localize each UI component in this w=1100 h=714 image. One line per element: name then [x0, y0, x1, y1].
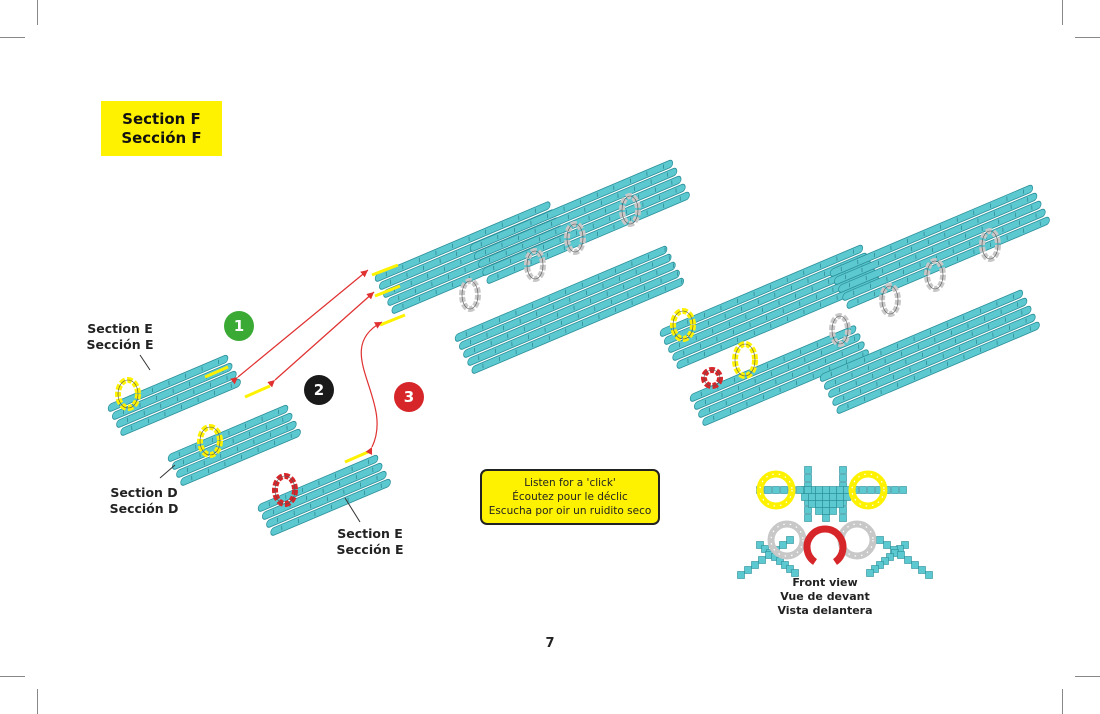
- step-1-badge: 1: [224, 311, 254, 341]
- arrow-step-3: [360, 321, 383, 456]
- beam-piece: [469, 159, 674, 252]
- beam-piece: [829, 184, 1034, 277]
- beam-piece: [824, 297, 1028, 390]
- beam-piece: [459, 253, 672, 350]
- section-d-label: Section D Sección D: [104, 485, 184, 517]
- label-es: Sección E: [86, 337, 154, 352]
- beam-piece: [257, 454, 379, 512]
- beam-piece: [689, 325, 857, 402]
- beam-piece: [270, 478, 391, 536]
- crop-mark: [1075, 676, 1100, 677]
- caption-es: Vista delantera: [777, 604, 873, 617]
- beam-piece: [474, 167, 678, 260]
- connector-rod: [244, 384, 271, 399]
- beam-piece: [467, 269, 680, 366]
- completed-assembly-front-layer: [659, 244, 880, 369]
- front-view-diagram: [737, 466, 933, 579]
- completed-assembly-bottom-layer: [819, 289, 1040, 414]
- main-assembly-bottom-layer: [454, 245, 685, 374]
- beam-piece: [471, 277, 685, 374]
- beam-piece: [832, 313, 1036, 406]
- section-title-en: Section F: [122, 109, 201, 128]
- beam-piece: [836, 321, 1040, 414]
- front-view-caption: Front view Vue de devant Vista delantera: [770, 576, 880, 618]
- crop-mark: [0, 37, 25, 38]
- step-3-badge: 3: [394, 382, 424, 412]
- beam-piece: [702, 349, 869, 426]
- beam-piece: [463, 261, 676, 358]
- crop-mark: [1062, 0, 1063, 25]
- section-e-top-label: Section E Sección E: [80, 321, 160, 353]
- step-2-badge: 2: [304, 375, 334, 405]
- connector-rod: [374, 284, 401, 298]
- beam-piece: [374, 201, 551, 282]
- crop-mark: [37, 689, 38, 714]
- crop-mark: [1075, 37, 1100, 38]
- beam-piece: [176, 420, 297, 478]
- beam-piece: [454, 245, 668, 342]
- label-es: Sección D: [109, 501, 179, 516]
- connector-rod: [371, 263, 399, 277]
- beam-piece: [694, 333, 861, 410]
- arrow-step-1: [230, 269, 369, 385]
- red-ring: [803, 525, 847, 565]
- caption-en: Front view: [792, 576, 858, 589]
- label-en: Section D: [110, 485, 178, 500]
- beam-piece: [659, 244, 864, 337]
- section-e-bottom-assembly: [257, 454, 391, 536]
- arrow-step-2: [267, 291, 375, 388]
- beam-piece: [838, 200, 1042, 293]
- click-note-en: Listen for a 'click': [524, 477, 616, 489]
- connector-rod: [379, 313, 406, 327]
- beam-piece: [266, 470, 387, 528]
- beam-piece: [668, 260, 872, 353]
- section-title-badge: Section F Sección F: [101, 101, 222, 156]
- crop-mark: [1062, 689, 1063, 714]
- label-en: Section E: [337, 526, 403, 541]
- click-note-fr: Écoutez pour le déclic: [512, 491, 628, 503]
- click-note-es: Escucha por oir un ruidito seco: [488, 505, 652, 517]
- completed-assembly-lower-layer: [689, 325, 869, 426]
- section-e-top-assembly: [107, 354, 241, 436]
- section-title-es: Sección F: [121, 128, 202, 147]
- click-note: Listen for a 'click' Écoutez pour le déc…: [480, 469, 660, 525]
- connector-rod: [204, 365, 229, 379]
- crop-mark: [0, 676, 25, 677]
- caption-fr: Vue de devant: [780, 590, 870, 603]
- beam-piece: [698, 341, 865, 418]
- beam-piece: [262, 462, 383, 520]
- crop-mark: [37, 0, 38, 25]
- beam-piece: [828, 305, 1032, 398]
- page-number: 7: [545, 636, 555, 651]
- beam-piece: [819, 289, 1024, 382]
- label-es: Sección E: [336, 542, 404, 557]
- beam-piece: [180, 428, 301, 486]
- section-e-bottom-label: Section E Sección E: [330, 526, 410, 558]
- beam-piece: [834, 192, 1038, 285]
- label-en: Section E: [87, 321, 153, 336]
- connector-rod: [344, 450, 369, 464]
